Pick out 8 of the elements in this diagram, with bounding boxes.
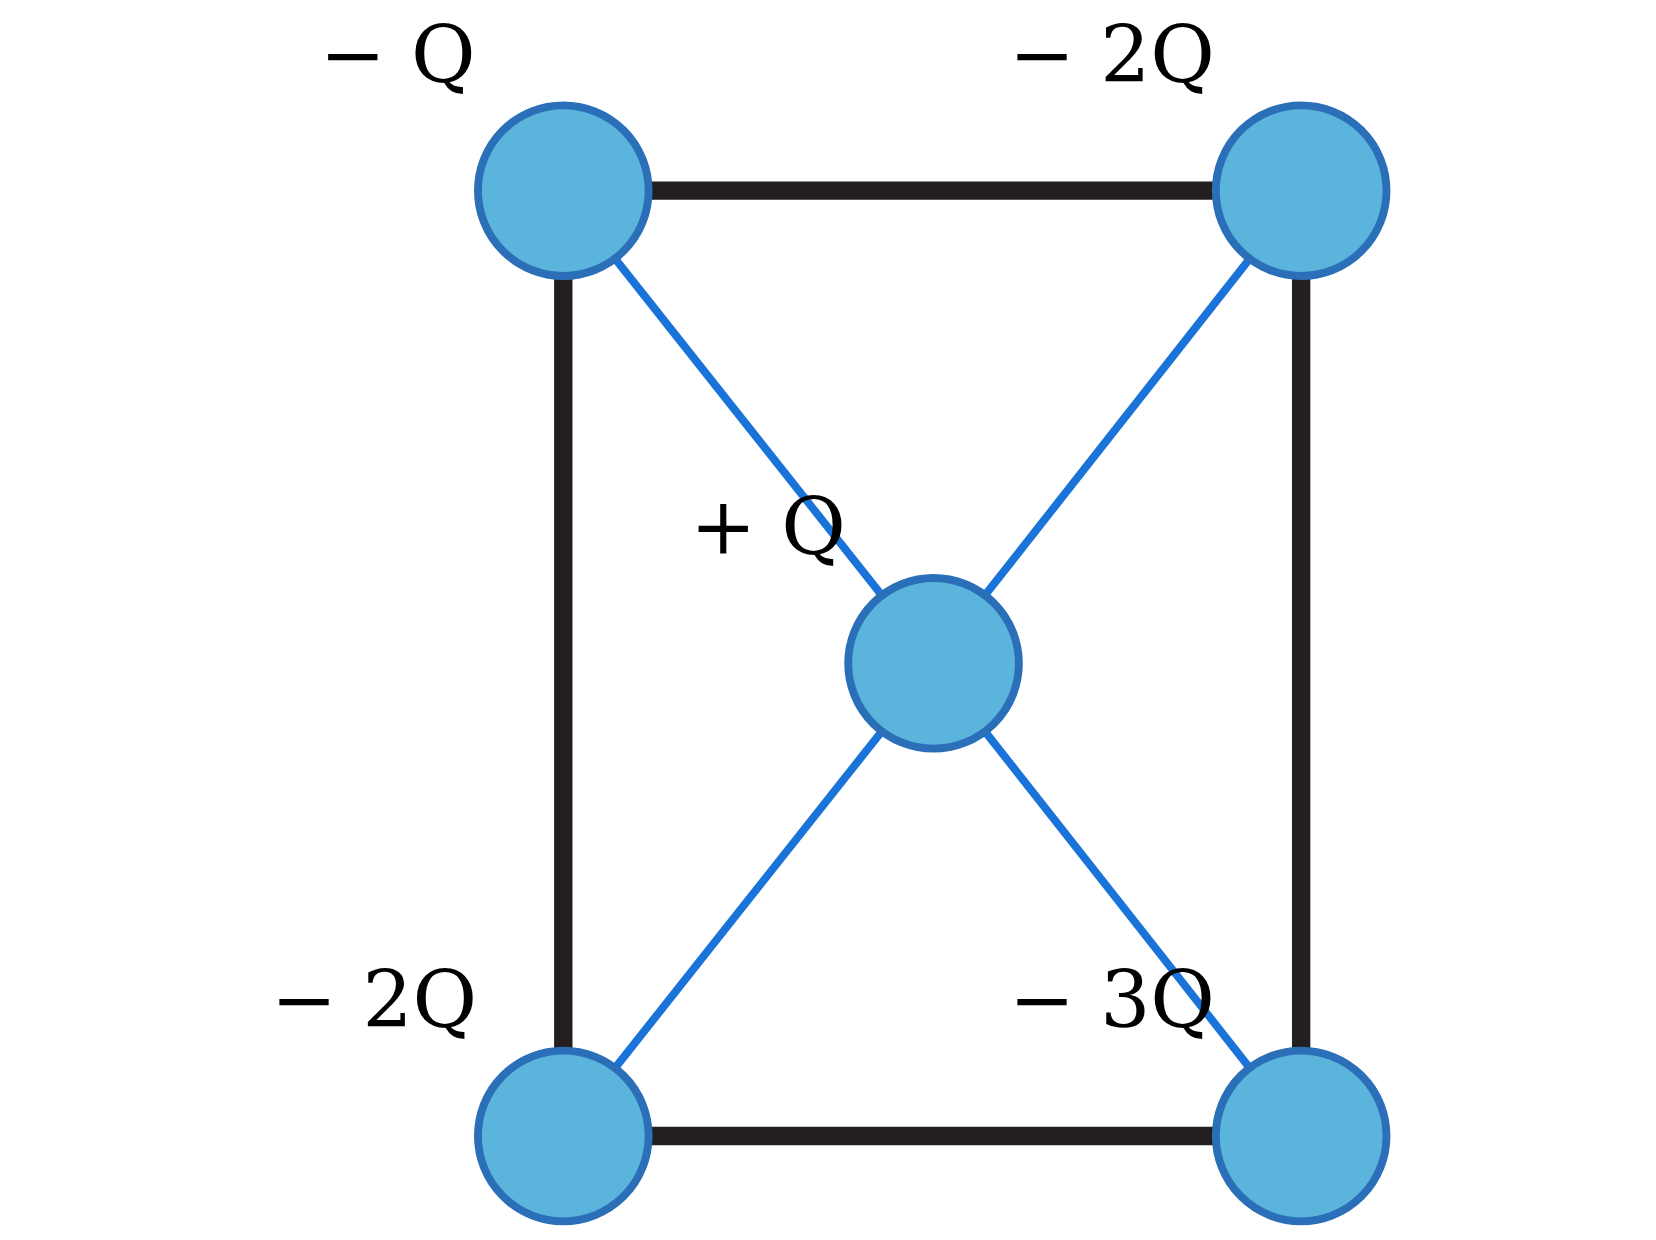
node-circle (1211, 101, 1390, 280)
node-label: − 2Q (270, 954, 477, 1047)
node-circle (1211, 1046, 1390, 1226)
node-label: − 2Q (1008, 8, 1215, 101)
node-circle (473, 1046, 653, 1226)
node-label: − Q (319, 8, 476, 101)
node-circle (843, 574, 1023, 753)
node-circle (473, 101, 653, 280)
